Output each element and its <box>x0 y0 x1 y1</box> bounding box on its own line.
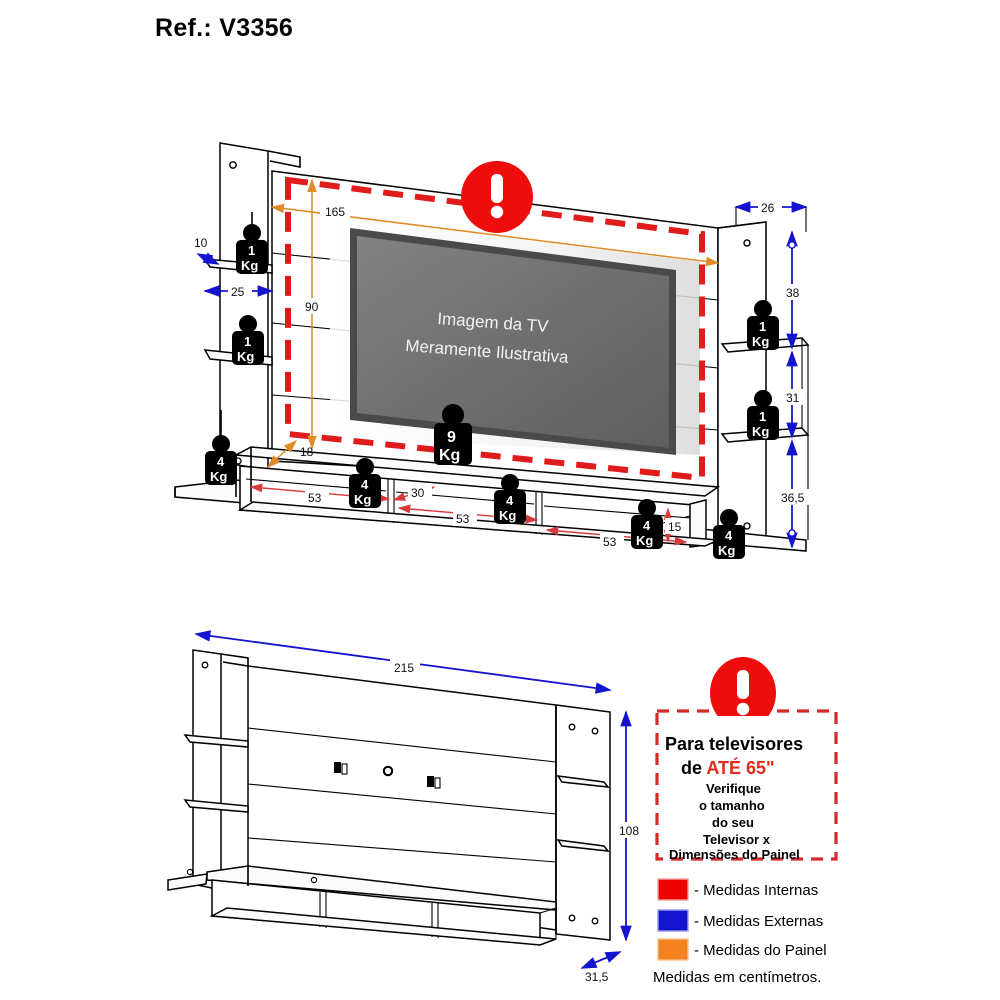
weight-value: 1 <box>248 243 255 258</box>
weight-value: 4 <box>725 528 733 543</box>
tv-illustration: Imagem da TV Meramente Ilustrativa <box>350 228 676 455</box>
dimension-value-26: 26 <box>761 201 775 215</box>
legend-swatch-externas <box>657 909 689 932</box>
dimension-value-31-5: 31,5 <box>585 970 609 984</box>
weight-badge-niche-3: 4 Kg <box>631 499 663 549</box>
dimension-right-gap-middle: 31 <box>782 350 804 439</box>
top-diagram: Imagem da TV Meramente Ilustrativa <box>174 142 812 559</box>
warning-body-line2: o tamanho <box>699 798 765 813</box>
weight-badge-right-shelf-lower: 1 Kg <box>747 390 779 440</box>
warning-box: Para televisores de ATÉ 65" Verifique o … <box>655 657 838 862</box>
dimension-value-53b: 53 <box>456 512 470 526</box>
warning-title-highlight: ATÉ 65" <box>706 757 774 778</box>
dimension-value-38: 38 <box>786 286 800 300</box>
dimension-value-53c: 53 <box>603 535 617 549</box>
weight-value: 1 <box>244 334 251 349</box>
warning-body-line3: do seu <box>712 815 754 830</box>
weight-badge-niche-2: 4 Kg <box>494 474 526 524</box>
legend-label-internas: - Medidas Internas <box>694 882 818 899</box>
weight-badge-left-bottom-shelf: 4 Kg <box>205 410 242 485</box>
warning-body-line4: Televisor x <box>703 832 771 847</box>
dimension-right-column-width: 26 <box>734 199 808 232</box>
dimension-value-10: 10 <box>194 236 208 250</box>
weight-value: 1 <box>759 409 766 424</box>
weight-value: 1 <box>759 319 766 334</box>
warning-body-line5: Dimensões do Painel <box>669 847 800 862</box>
weight-unit: Kg <box>439 447 460 464</box>
legend-label-painel: - Medidas do Painel <box>694 942 827 959</box>
internal-measure-outline <box>285 176 705 482</box>
panel-hardware-marks <box>334 762 441 789</box>
dimension-value-108: 108 <box>619 824 639 838</box>
dimension-niche-divider: 30 <box>392 485 436 501</box>
dimension-value-31: 31 <box>786 391 800 405</box>
dimension-total-depth: 31,5 <box>580 951 622 984</box>
dimension-right-gap-lower: 36,5 <box>778 439 812 549</box>
weight-unit: Kg <box>636 533 653 548</box>
weight-unit: Kg <box>354 492 371 507</box>
weight-unit: Kg <box>718 543 735 558</box>
dimension-value-30: 30 <box>411 486 425 500</box>
weight-badge-right-bottom-shelf: 4 Kg <box>713 509 751 559</box>
dimension-value-165: 165 <box>325 205 345 219</box>
weight-badge-left-shelf-upper: 1 Kg <box>236 212 268 274</box>
dimension-left-shelf-width: 25 <box>203 283 274 299</box>
alert-icon-top <box>461 161 533 233</box>
page-title: Ref.: V3356 <box>155 14 294 42</box>
bottom-diagram: 215 108 31,5 <box>167 630 646 984</box>
dimension-left-shelf-depth: 10 <box>194 236 220 266</box>
weight-value: 4 <box>643 518 651 533</box>
weight-value: 4 <box>506 493 514 508</box>
legend-label-externas: - Medidas Externas <box>694 913 823 930</box>
dimension-value-36-5: 36,5 <box>781 491 805 505</box>
alert-icon-warning <box>710 657 776 729</box>
weight-badge-niche-1: 4 Kg <box>349 458 381 508</box>
weight-badge-right-shelf-upper: 1 Kg <box>747 300 779 350</box>
dimension-right-gap-upper: 38 <box>782 230 806 350</box>
legend-item-internas: - Medidas Internas <box>657 878 818 901</box>
dimension-total-height: 108 <box>616 710 646 942</box>
dimension-panel-width: 165 <box>270 203 720 267</box>
dimension-value-18: 18 <box>300 445 314 459</box>
dimension-value-53a: 53 <box>308 491 322 505</box>
legend-swatch-painel <box>657 938 689 961</box>
dimension-panel-height: 90 <box>301 178 325 450</box>
legend-swatch-internas <box>657 878 689 901</box>
dimension-niche-height: 15 <box>663 507 685 543</box>
legend-item-painel: - Medidas do Painel <box>657 938 827 961</box>
legend-footnote: Medidas em centímetros. <box>653 969 821 986</box>
weight-unit: Kg <box>752 424 769 439</box>
dimension-value-215: 215 <box>394 661 414 675</box>
weight-value: 4 <box>361 477 369 492</box>
weight-value: 9 <box>447 429 456 446</box>
weight-unit: Kg <box>210 469 227 484</box>
weight-badge-left-shelf-lower: 1 Kg <box>232 315 264 365</box>
weight-unit: Kg <box>241 258 258 273</box>
weight-unit: Kg <box>499 508 516 523</box>
weight-unit: Kg <box>752 334 769 349</box>
dimension-panel-offset: 18 <box>266 439 314 469</box>
legend-item-externas: - Medidas Externas <box>657 909 823 932</box>
warning-body-line1: Verifique <box>706 781 761 796</box>
dimension-total-width: 215 <box>194 630 612 694</box>
warning-title-prefix: de <box>681 758 706 778</box>
dimension-value-15: 15 <box>668 520 682 534</box>
weight-unit: Kg <box>237 349 254 364</box>
weight-value: 4 <box>217 454 225 469</box>
dimension-value-90: 90 <box>305 300 319 314</box>
legend: - Medidas Internas - Medidas Externas - … <box>653 878 827 986</box>
warning-title-line2: de ATÉ 65" <box>681 757 775 778</box>
weight-badge-tv-panel: 9 Kg <box>434 404 472 465</box>
warning-title-line1: Para televisores <box>665 734 803 754</box>
dimension-value-25: 25 <box>231 285 245 299</box>
